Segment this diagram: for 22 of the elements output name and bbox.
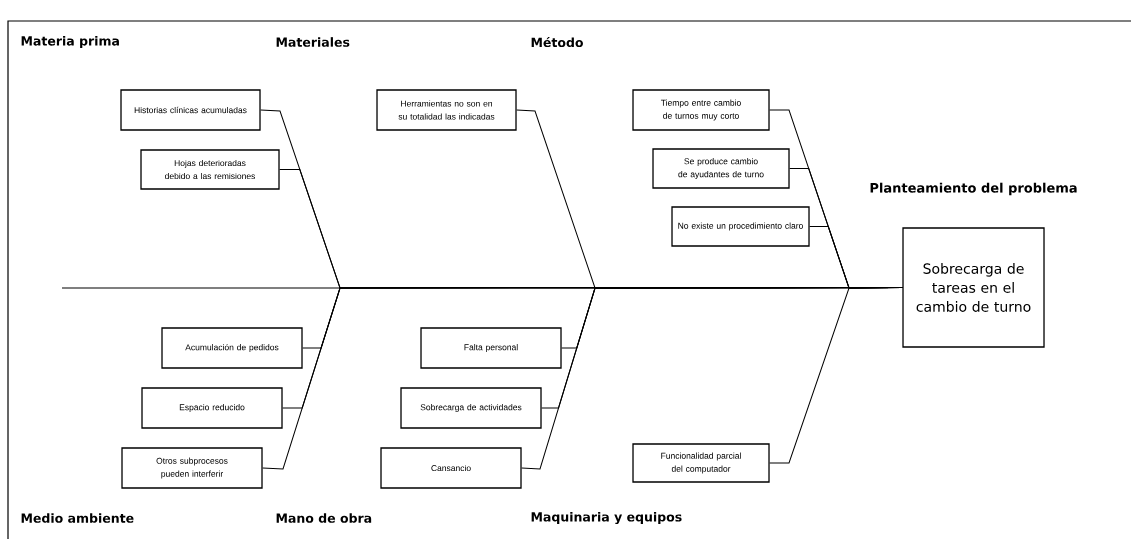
cause-box: Tiempo entre cambio de turnos muy corto: [632, 89, 770, 131]
category-label: Materia prima: [21, 35, 119, 49]
cause-box: Acumulación de pedidos: [161, 327, 303, 369]
cause-box: Cansancio: [380, 447, 522, 489]
cause-box: Se produce cambio de ayudantes de turno: [652, 148, 790, 189]
cause-box: Falta personal: [420, 327, 562, 369]
cause-box: Sobrecarga de actividades: [400, 387, 542, 429]
category-label: Maquinaria y equipos: [531, 511, 682, 525]
category-label: Mano de obra: [276, 513, 372, 523]
cause-box: Espacio reducido: [141, 387, 283, 429]
cause-box: No existe un procedimiento claro: [671, 206, 810, 247]
category-label: Materiales: [276, 37, 350, 47]
category-label: Medio ambiente: [21, 513, 134, 523]
problem-heading: Planteamiento del problema: [870, 182, 1077, 196]
connector-line: [769, 287, 903, 464]
cause-box: Hojas deterioradas debido a las remisiones: [140, 149, 280, 190]
cause-box: Otros subprocesos pueden interferir: [121, 447, 263, 489]
cause-box: Herramientas no son en su totalidad las indicadas: [376, 89, 517, 131]
category-label: Método: [531, 36, 583, 48]
cause-box: Funcionalidad parcial del computador: [632, 443, 770, 483]
problem-box: Sobrecarga de tareas en el cambio de turno: [902, 227, 1045, 348]
cause-box: Historias clínicas acumuladas: [120, 89, 261, 131]
